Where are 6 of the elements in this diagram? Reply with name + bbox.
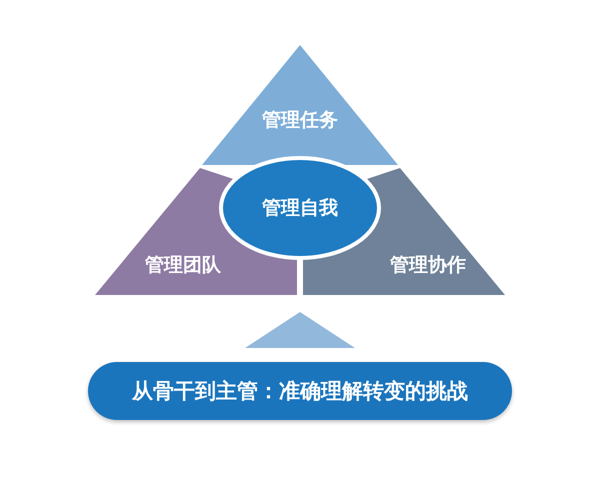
segment-label: 管理协作 <box>390 253 466 278</box>
segment-label: 管理团队 <box>145 253 221 278</box>
banner-title: 从骨干到主管：准确理解转变的挑战 <box>132 378 468 405</box>
segment-label: 管理任务 <box>262 108 338 133</box>
title-banner <box>88 362 512 420</box>
segment-label: 管理自我 <box>262 196 338 221</box>
